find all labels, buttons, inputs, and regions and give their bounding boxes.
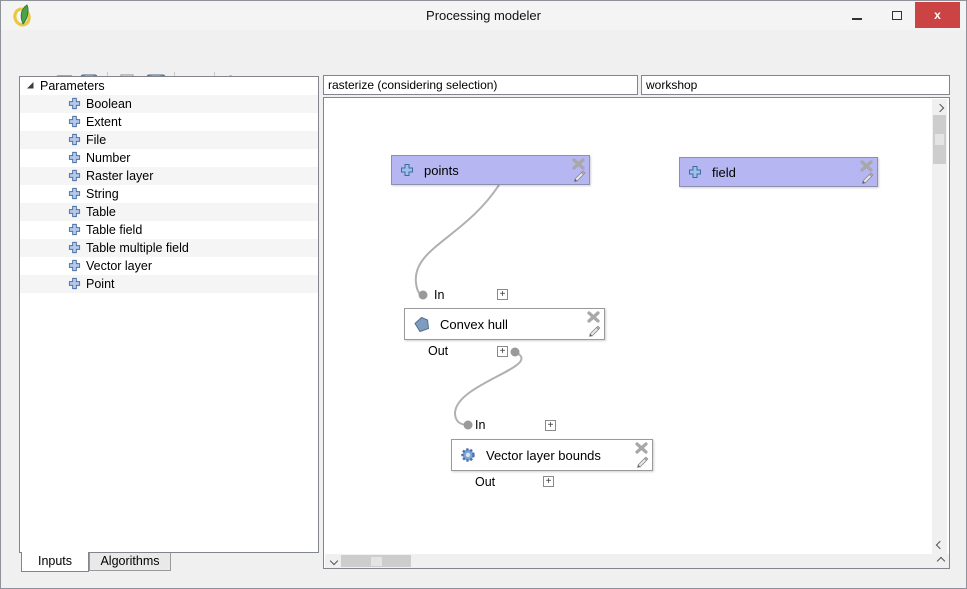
vlb-in-expand[interactable]: + [545,420,556,431]
add-parameter-icon [68,259,81,272]
delete-node-icon[interactable] [572,158,585,170]
titlebar: Processing modeler x [1,1,966,30]
scroll-right-arrow[interactable] [936,554,949,568]
scroll-left-arrow[interactable] [325,554,339,568]
tree-item-string[interactable]: String [20,185,318,203]
add-parameter-icon [68,277,81,290]
tree-item-extent[interactable]: Extent [20,113,318,131]
close-button[interactable]: x [915,2,960,28]
node-vector-layer-bounds[interactable]: Vector layer bounds [451,439,653,471]
maximize-icon [892,10,902,20]
horizontal-scrollbar[interactable] [325,554,949,568]
close-icon: x [934,8,941,22]
node-convex-hull[interactable]: Convex hull [404,308,605,340]
delete-node-icon[interactable] [587,311,600,323]
model-group-input[interactable] [641,75,950,95]
parameters-tree: Parameters Boolean Extent File Number Ra… [19,76,319,553]
connection-wires [414,184,523,430]
vertical-scroll-thumb[interactable] [933,115,946,164]
node-label: Convex hull [440,316,508,332]
add-parameter-icon [68,223,81,236]
model-name-input[interactable] [323,75,638,95]
tree-root-label: Parameters [40,79,105,93]
add-parameter-icon [68,115,81,128]
node-field[interactable]: field [679,157,878,187]
node-label: field [712,164,736,180]
convex-hull-icon [414,316,430,332]
vlb-in-label: In [475,418,486,432]
convex-hull-in-label: In [434,288,445,302]
vertical-scrollbar[interactable] [932,99,947,554]
node-label: Vector layer bounds [486,447,601,463]
scroll-down-arrow[interactable] [932,540,947,554]
add-parameter-icon [68,187,81,200]
node-label: points [424,162,459,178]
edit-node-icon[interactable] [635,455,649,469]
delete-node-icon[interactable] [635,442,648,454]
input-plus-icon [401,164,413,176]
minimize-button[interactable] [840,2,874,28]
maximize-button[interactable] [880,2,914,28]
window-title: Processing modeler [426,8,541,23]
toolbar [1,30,966,96]
tree-item-table-multiple-field[interactable]: Table multiple field [20,239,318,257]
add-parameter-icon [68,133,81,146]
tab-algorithms[interactable]: Algorithms [89,553,171,571]
vlb-out-label: Out [475,475,496,489]
tree-item-table-field[interactable]: Table field [20,221,318,239]
tree-item-file[interactable]: File [20,131,318,149]
tree-item-vector-layer[interactable]: Vector layer [20,257,318,275]
vlb-out-expand[interactable]: + [543,476,554,487]
convex-hull-in-expand[interactable]: + [497,289,508,300]
add-parameter-icon [68,97,81,110]
input-plus-icon [689,166,701,178]
minimize-icon [852,18,862,20]
scroll-up-arrow[interactable] [932,99,947,113]
edit-node-icon[interactable] [572,169,586,183]
tree-item-boolean[interactable]: Boolean [20,95,318,113]
tree-item-raster-layer[interactable]: Raster layer [20,167,318,185]
tab-inputs[interactable]: Inputs [21,552,89,572]
horizontal-scroll-thumb[interactable] [341,555,411,567]
edit-node-icon[interactable] [587,324,601,338]
node-points[interactable]: points [391,155,590,185]
add-parameter-icon [68,151,81,164]
vector-layer-bounds-icon [461,448,475,462]
add-parameter-icon [68,241,81,254]
delete-node-icon[interactable] [860,160,873,172]
convex-hull-out-expand[interactable]: + [497,346,508,357]
model-canvas[interactable]: points field In + Convex hull Out + In + [323,97,950,569]
edit-node-icon[interactable] [860,171,874,185]
add-parameter-icon [68,205,81,218]
tree-item-table[interactable]: Table [20,203,318,221]
add-parameter-icon [68,169,81,182]
expanded-caret-icon[interactable] [26,81,35,90]
tree-root-parameters[interactable]: Parameters [20,77,318,95]
tree-item-point[interactable]: Point [20,275,318,293]
convex-hull-out-label: Out [428,344,449,358]
qgis-logo-icon [13,4,31,27]
tree-item-number[interactable]: Number [20,149,318,167]
